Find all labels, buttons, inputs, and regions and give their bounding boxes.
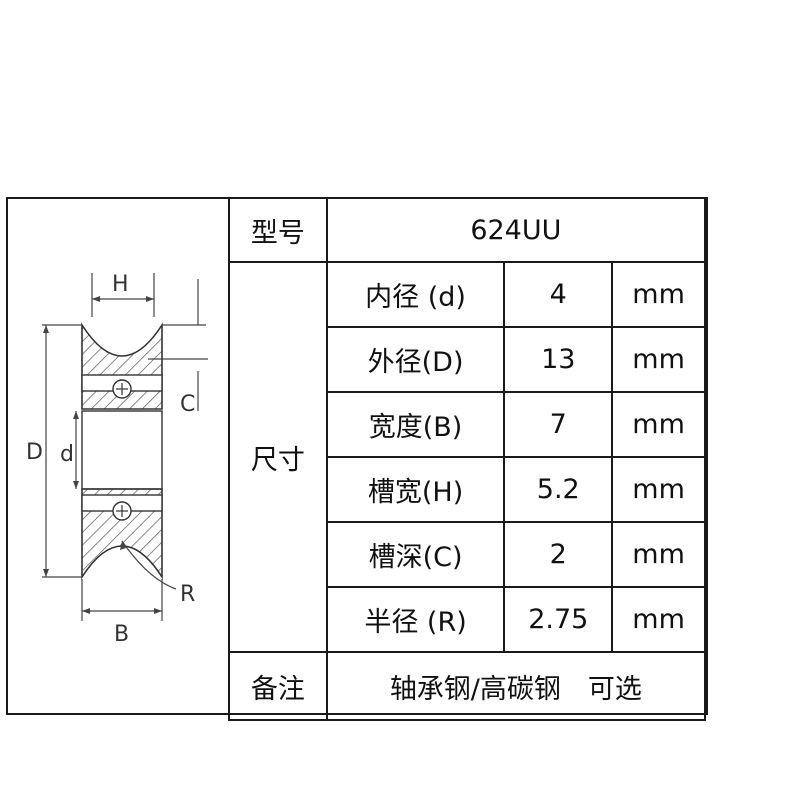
bearing-diagram-cell: H C D d R bbox=[8, 199, 230, 713]
model-value: 624UU bbox=[325, 197, 707, 263]
spec-table: 型号 624UU 尺寸 内径 (d) 4 mm 外径(D) 13 mm 宽度(B… bbox=[228, 197, 707, 721]
spec-value: 7 bbox=[503, 391, 614, 458]
size-label: 尺寸 bbox=[228, 261, 328, 653]
spec-name: 半径 (R) bbox=[325, 586, 506, 653]
note-label: 备注 bbox=[228, 651, 328, 721]
spec-value: 13 bbox=[503, 326, 614, 393]
spec-row: 宽度(B) 7 mm bbox=[229, 391, 706, 458]
spec-row: 尺寸 内径 (d) 4 mm bbox=[228, 261, 706, 653]
spec-name: 宽度(B) bbox=[325, 391, 506, 458]
note-value: 轴承钢/高碳钢 可选 bbox=[325, 651, 707, 721]
model-row: 型号 624UU bbox=[228, 197, 707, 263]
spec-value: 2.75 bbox=[503, 586, 614, 653]
spec-name: 外径(D) bbox=[325, 326, 506, 393]
label-C: C bbox=[180, 392, 195, 417]
spec-unit: mm bbox=[611, 261, 706, 328]
spec-unit: mm bbox=[611, 391, 706, 458]
label-D: D bbox=[26, 440, 43, 465]
bore bbox=[81, 410, 163, 490]
model-label: 型号 bbox=[228, 197, 328, 263]
spec-value: 4 bbox=[503, 261, 614, 328]
spec-value: 5.2 bbox=[503, 456, 614, 523]
spec-unit: mm bbox=[611, 586, 706, 653]
spec-sheet: H C D d R bbox=[6, 197, 708, 721]
spec-row: 外径(D) 13 mm bbox=[229, 326, 706, 393]
note-row: 备注 轴承钢/高碳钢 可选 bbox=[228, 651, 707, 721]
spec-name: 内径 (d) bbox=[325, 261, 506, 328]
spec-unit: mm bbox=[611, 456, 706, 523]
label-R: R bbox=[180, 582, 195, 607]
label-H: H bbox=[112, 272, 129, 297]
spec-row: 槽宽(H) 5.2 mm bbox=[229, 456, 706, 523]
spec-name: 槽深(C) bbox=[325, 521, 506, 588]
spec-row: 槽深(C) 2 mm bbox=[229, 521, 706, 588]
label-B: B bbox=[114, 622, 129, 647]
bearing-cross-section-diagram: H C D d R bbox=[26, 272, 208, 647]
spec-unit: mm bbox=[611, 326, 706, 393]
spec-value: 2 bbox=[503, 521, 614, 588]
spec-unit: mm bbox=[611, 521, 706, 588]
spec-name: 槽宽(H) bbox=[325, 456, 506, 523]
label-d: d bbox=[60, 442, 74, 467]
spec-row: 半径 (R) 2.75 mm bbox=[229, 586, 706, 653]
